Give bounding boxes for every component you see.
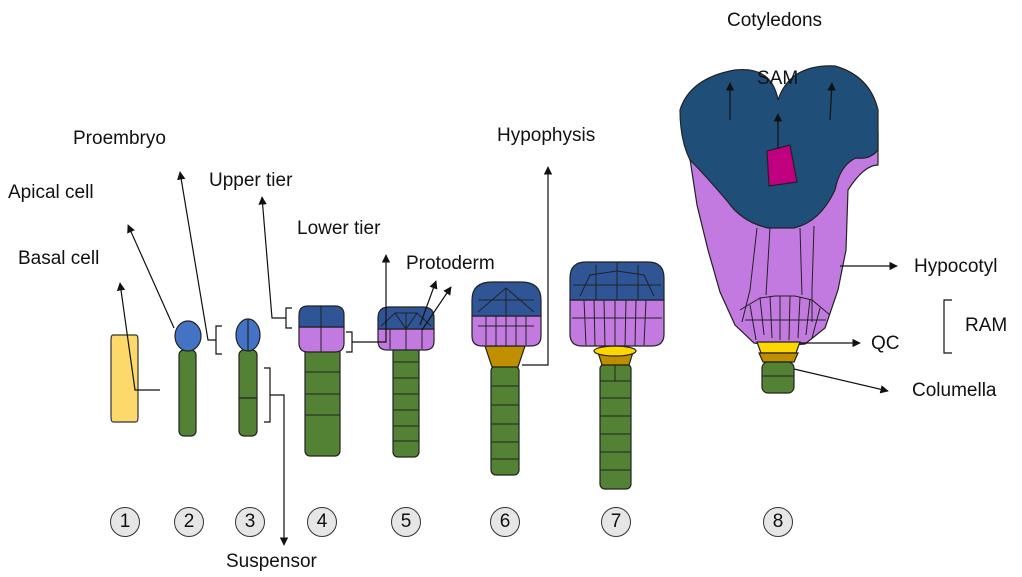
label-protoderm: Protoderm [406, 254, 495, 273]
label-basal-cell: Basal cell [18, 249, 99, 268]
label-upper-tier: Upper tier [209, 171, 292, 190]
label-hypophysis: Hypophysis [497, 126, 595, 145]
label-ram: RAM [965, 316, 1007, 335]
stage-2-embryo [175, 321, 201, 436]
label-proembryo: Proembryo [73, 129, 166, 148]
stage-number-8: 8 [763, 507, 793, 537]
stage-7-embryo [570, 262, 664, 489]
stage-3-embryo [236, 319, 260, 436]
label-hypocotyl: Hypocotyl [914, 257, 997, 276]
label-lower-tier: Lower tier [297, 219, 380, 238]
label-cotyledons: Cotyledons [727, 11, 822, 30]
stage-number-5: 5 [391, 507, 421, 537]
stage-number-3: 3 [235, 507, 265, 537]
label-qc: QC [871, 334, 900, 353]
label-columella: Columella [912, 381, 996, 400]
label-apical-cell: Apical cell [8, 183, 94, 202]
stage-number-4: 4 [307, 507, 337, 537]
stage-6-embryo [472, 282, 541, 475]
stage-number-1: 1 [110, 507, 140, 537]
label-sam: SAM [757, 69, 798, 88]
stage-number-2: 2 [174, 507, 204, 537]
label-suspensor: Suspensor [226, 552, 317, 571]
stage-number-7: 7 [601, 507, 631, 537]
stage-4-embryo [299, 306, 344, 456]
stage-number-6: 6 [490, 507, 520, 537]
stage-8-embryo [680, 66, 878, 393]
